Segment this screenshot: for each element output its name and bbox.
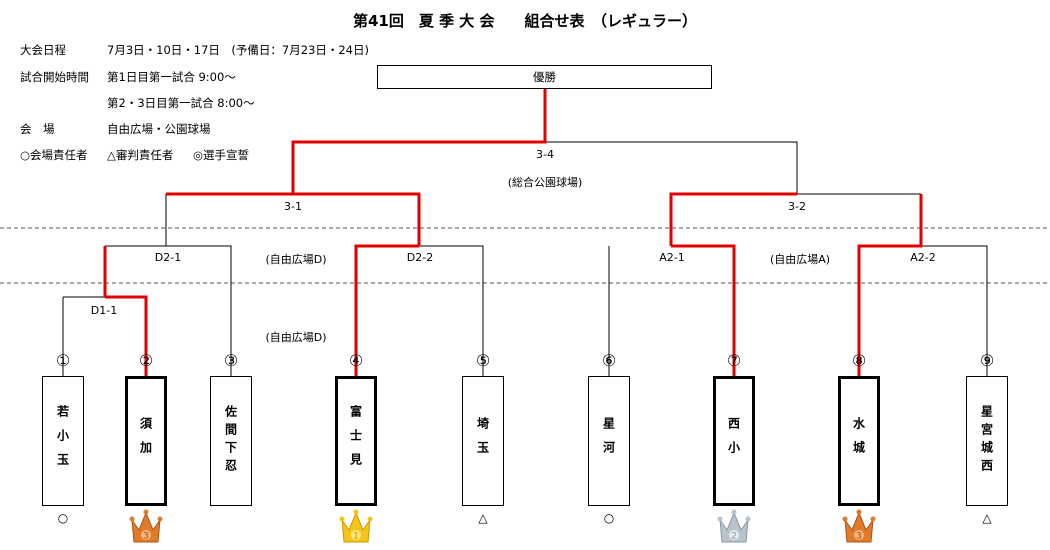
- seed-number-8: ⑧: [851, 351, 867, 370]
- seed-number-7: ⑦: [726, 351, 742, 370]
- champion-box: 優勝: [377, 65, 712, 89]
- team-name-6: 星河: [601, 417, 616, 465]
- team-box-4: 富士見: [335, 376, 377, 506]
- page-title: 第41回 夏 季 大 会 組合せ表 （レギュラー）: [352, 12, 698, 30]
- crown-icon-silver: 2: [717, 509, 751, 543]
- role-mark-1: ○: [57, 511, 69, 525]
- team-box-5: 埼玉: [462, 376, 504, 506]
- team-name-2: 須加: [138, 417, 153, 465]
- match-semi-left: 3-1: [284, 200, 302, 213]
- team-box-7: 西小: [713, 376, 755, 506]
- crown-place-3: 2: [731, 532, 737, 542]
- team-name-8: 水城: [851, 417, 866, 465]
- venue-label: 会 場: [20, 122, 55, 136]
- line-a2-2-right: [921, 245, 988, 376]
- win-line-a2-2: [857, 194, 923, 376]
- start-time-label: 試合開始時間: [20, 70, 89, 84]
- legend-umpire-manager: △審判責任者: [107, 148, 174, 162]
- schedule-label: 大会日程: [20, 43, 66, 57]
- seed-number-9: ⑨: [979, 351, 995, 370]
- start-time-value-2: 第2・3日目第一試合 8:00～: [107, 96, 255, 110]
- schedule-value: 7月3日・10日・17日 (予備日：7月23日・24日): [107, 43, 369, 57]
- champion-label: 優勝: [533, 70, 556, 84]
- line-final-right: [545, 141, 798, 194]
- seed-number-2: ②: [138, 351, 154, 370]
- crown-icon-bronze-1: 3: [129, 509, 163, 543]
- team-name-1: 若小玉: [55, 405, 70, 477]
- win-line-a2-1: [671, 244, 736, 376]
- match-d2-1: D2-1: [154, 251, 182, 264]
- match-d2-2: D2-2: [406, 251, 434, 264]
- venue-value: 自由広場・公園球場: [107, 122, 211, 136]
- team-box-9: 星宮城西: [966, 376, 1008, 506]
- match-final: 3-4: [536, 148, 554, 161]
- win-line-3-2: [669, 192, 797, 246]
- team-box-6: 星河: [588, 376, 630, 506]
- team-name-3: 佐間下忍: [223, 405, 238, 477]
- crown-icon-bronze-2: 3: [842, 509, 876, 543]
- win-line-final: [291, 89, 547, 194]
- match-d1-1: D1-1: [90, 304, 118, 317]
- win-line-d1-1: [105, 295, 148, 376]
- match-a2-1: A2-1: [659, 251, 685, 264]
- crown-place-2: 1: [353, 532, 359, 542]
- team-name-7: 西小: [726, 417, 741, 465]
- role-mark-9: △: [982, 511, 992, 525]
- line-d2-1-right: [105, 245, 232, 376]
- seed-number-1: ①: [55, 351, 71, 370]
- start-time-value-1: 第1日目第一試合 9:00～: [107, 70, 236, 84]
- win-line-3-1: [166, 192, 421, 246]
- team-name-5: 埼玉: [475, 417, 490, 465]
- team-box-1: 若小玉: [42, 376, 84, 506]
- crown-place-4: 3: [856, 532, 862, 542]
- venue-a-round2: (自由広場A): [769, 253, 831, 266]
- legend-player-oath: ◎選手宣誓: [193, 148, 250, 162]
- team-box-8: 水城: [838, 376, 880, 506]
- match-a2-2: A2-2: [910, 251, 936, 264]
- team-name-9: 星宮城西: [979, 405, 994, 477]
- line-d2-2-right: [419, 245, 484, 376]
- match-final-venue: (総合公園球場): [507, 176, 583, 189]
- crown-place-1: 3: [143, 532, 149, 542]
- seed-number-3: ③: [223, 351, 239, 370]
- team-name-4: 富士見: [348, 405, 363, 477]
- venue-d-round1: (自由広場D): [265, 331, 327, 344]
- crown-icon-gold: 1: [339, 509, 373, 543]
- legend-venue-manager: ○会場責任者: [20, 148, 88, 162]
- seed-number-5: ⑤: [475, 351, 491, 370]
- role-mark-5: △: [478, 511, 488, 525]
- role-mark-6: ○: [603, 511, 615, 525]
- seed-number-6: ⑥: [601, 351, 617, 370]
- team-box-2: 須加: [125, 376, 167, 506]
- venue-d-round2: (自由広場D): [265, 253, 327, 266]
- seed-number-4: ④: [348, 351, 364, 370]
- team-box-3: 佐間下忍: [210, 376, 252, 506]
- win-line-d2-2: [354, 244, 419, 376]
- match-semi-right: 3-2: [788, 200, 806, 213]
